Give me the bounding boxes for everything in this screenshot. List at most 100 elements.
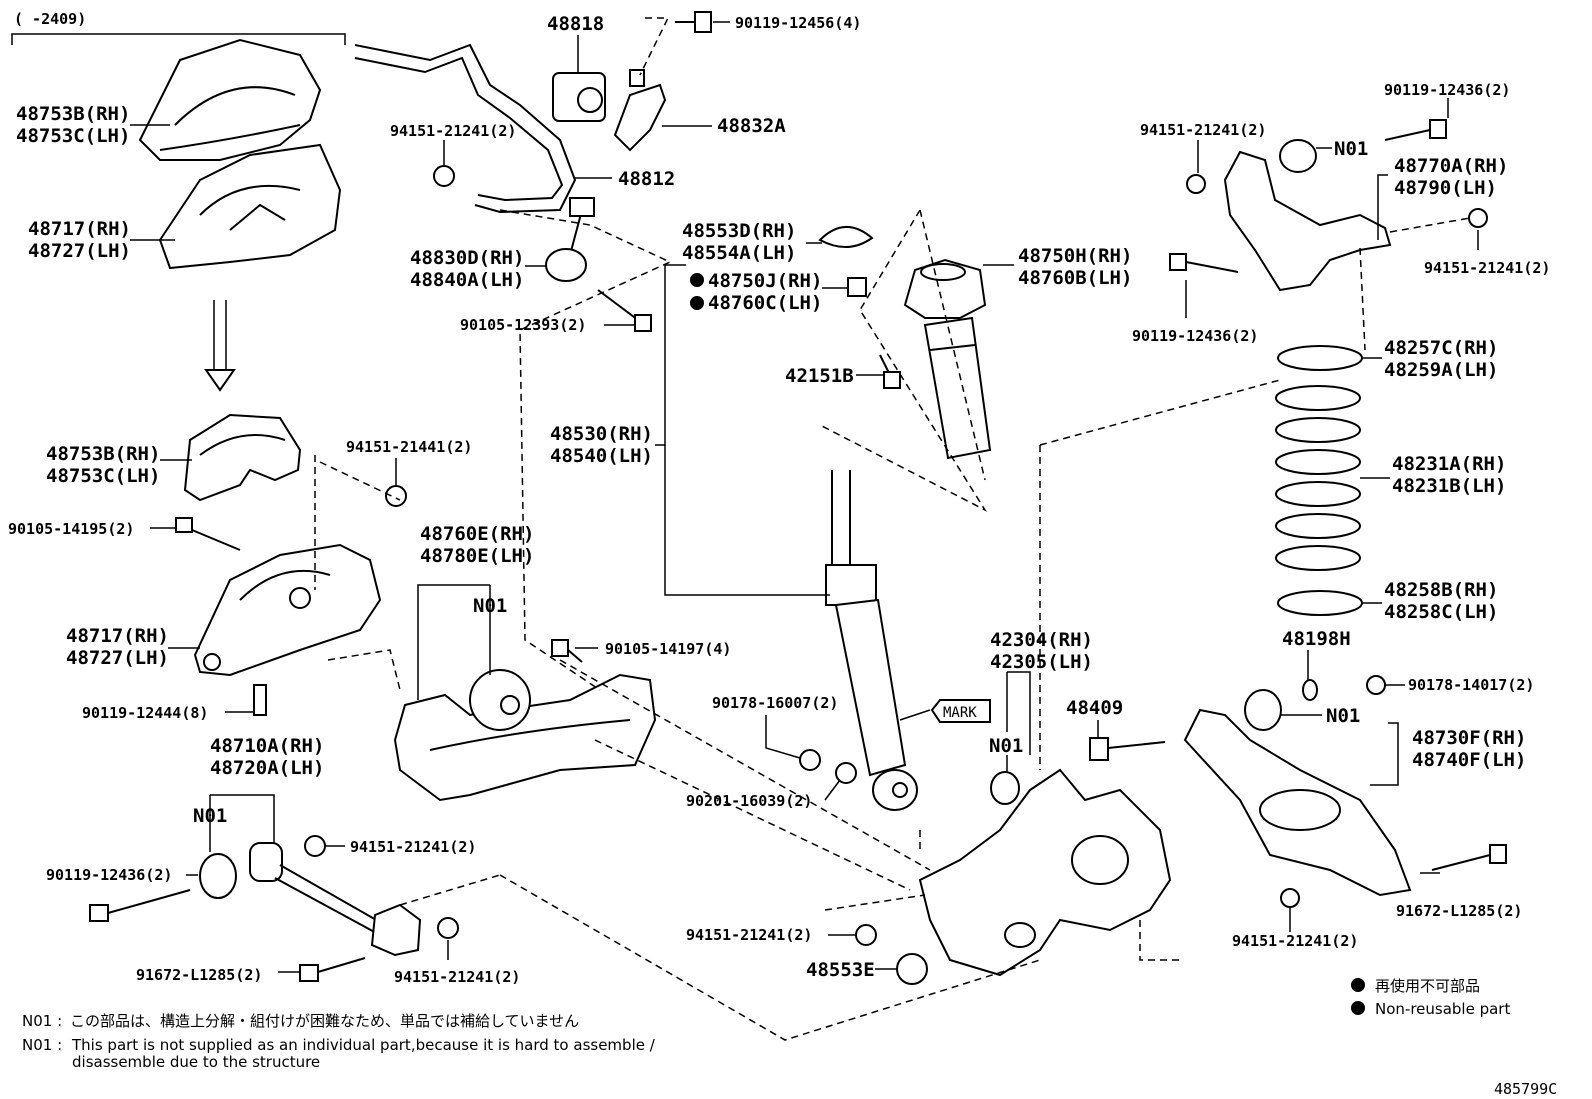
- label-48198h: 48198H: [1282, 628, 1351, 650]
- label-n01-knuckle: N01: [989, 735, 1023, 757]
- label-90119-12436-ur: 90119-12436(2): [1384, 81, 1510, 99]
- bolt-42151b: [879, 354, 901, 389]
- label-48730f: 48730F(RH): [1412, 727, 1526, 749]
- note-en-key: N01 :: [22, 1036, 62, 1054]
- label-48727-top: 48727(LH): [28, 240, 131, 262]
- bump-stopper-boot: [923, 316, 992, 460]
- label-48257c: 48257C(RH): [1384, 337, 1498, 359]
- label-48753c-mid: 48753C(LH): [46, 465, 160, 487]
- bolt-90119-12436-ur: [1384, 119, 1447, 141]
- label-90105-14197: 90105-14197(4): [605, 640, 731, 658]
- non-reusable-markers: [690, 273, 1365, 1015]
- label-90119-12436-urb: 90119-12436(2): [1132, 327, 1258, 345]
- coil-spring-set: [1275, 345, 1363, 616]
- label-48760e: 48760E(RH): [420, 523, 534, 545]
- washer-90201-16039: [835, 762, 857, 784]
- label-48753b-top: 48753B(RH): [16, 103, 130, 125]
- label-48258b: 48258B(RH): [1384, 579, 1498, 601]
- label-94151-21441: 94151-21441(2): [346, 438, 472, 456]
- note-ja-key: N01 :: [22, 1012, 62, 1030]
- legend-text-en: Non-reusable part: [1375, 1000, 1510, 1018]
- notes: N01 : この部品は、構造上分解・組付けが困難なため、単品では補給していません…: [22, 1012, 656, 1071]
- bolt-90105-12393: [597, 289, 652, 332]
- nut-94151-lr: [1280, 888, 1300, 908]
- bolt-90119-12456: [675, 11, 712, 33]
- leader-lines: [130, 21, 1479, 973]
- stabilizer-bracket: [613, 69, 667, 152]
- nut-94151-urb: [1468, 208, 1488, 228]
- upper-mount-bracket-mid: [193, 543, 382, 677]
- label-48830d: 48830D(RH): [410, 247, 524, 269]
- label-91672-l1285-ll: 91672-L1285(2): [136, 966, 262, 984]
- label-n01-lower-left: N01: [193, 805, 227, 827]
- bolt-90119-12444: [253, 684, 267, 716]
- label-94151-21241-stab: 94151-21241(2): [390, 122, 516, 140]
- lower-control-arm-link: [89, 835, 459, 982]
- note-en-text: This part is not supplied as an individu…: [71, 1036, 656, 1054]
- label-48231b: 48231B(LH): [1392, 475, 1506, 497]
- label-48553d: 48553D(RH): [682, 220, 796, 242]
- label-94151-21241-ur: 94151-21241(2): [1140, 121, 1266, 139]
- label-94151-21241-kn: 94151-21241(2): [686, 926, 812, 944]
- trailing-arm: [393, 669, 657, 802]
- header-range-text: ( -2409): [14, 10, 86, 28]
- steering-knuckle: [918, 768, 1172, 977]
- down-arrow: [204, 300, 236, 392]
- mark-label: MARK: [943, 705, 977, 721]
- label-48840a: 48840A(LH): [410, 269, 524, 291]
- nut-48750j: [847, 277, 867, 297]
- non-reusable-dot-48760c: [690, 296, 704, 310]
- upper-support: [903, 258, 987, 319]
- bolt-90105-14195: [175, 517, 241, 551]
- legend-text-ja: 再使用不可部品: [1375, 977, 1480, 995]
- label-90105-14195: 90105-14195(2): [8, 520, 134, 538]
- label-91672-l1285-lr: 91672-L1285(2): [1396, 902, 1522, 920]
- dust-cover: [818, 226, 874, 248]
- label-48540: 48540(LH): [550, 445, 653, 467]
- bolt-90119-12436-urb: [1169, 253, 1239, 273]
- label-94151-21241-ll: 94151-21241(2): [350, 838, 476, 856]
- label-48753b-mid: 48753B(RH): [46, 443, 160, 465]
- label-48760b: 48760B(LH): [1018, 267, 1132, 289]
- label-90178-14017: 90178-14017(2): [1408, 676, 1534, 694]
- label-48231a: 48231A(RH): [1392, 453, 1506, 475]
- label-94151-21241-lr: 94151-21241(2): [1232, 932, 1358, 950]
- mark-callout: MARK: [930, 699, 991, 723]
- label-48727-mid: 48727(LH): [66, 647, 169, 669]
- label-48720a: 48720A(LH): [210, 757, 324, 779]
- nut-94151-21441: [385, 485, 407, 507]
- label-48554a: 48554A(LH): [682, 242, 796, 264]
- shock-absorber: [825, 470, 918, 811]
- label-48770a: 48770A(RH): [1394, 155, 1508, 177]
- label-48553e: 48553E: [806, 959, 875, 981]
- label-90119-12436-ll: 90119-12436(2): [46, 866, 172, 884]
- label-48760c: 48760C(LH): [708, 292, 822, 314]
- label-48710a: 48710A(RH): [210, 735, 324, 757]
- label-48753c-top: 48753C(LH): [16, 125, 130, 147]
- nut-94151-kn: [855, 924, 877, 946]
- nut-94151-stab: [433, 165, 455, 187]
- bolt-91672-l1285-lr: [1431, 844, 1507, 871]
- nut-90178-14017: [1366, 675, 1386, 695]
- note-ja-text: この部品は、構造上分解・組付けが困難なため、単品では補給していません: [70, 1012, 579, 1030]
- label-48818: 48818: [547, 13, 604, 35]
- lower-control-arm: [1183, 689, 1412, 897]
- upper-control-arm: [1223, 139, 1392, 292]
- label-90119-12444: 90119-12444(8): [82, 704, 208, 722]
- stabilizer-link: [545, 197, 595, 282]
- figure-code: 485799C: [1494, 1080, 1557, 1098]
- bushing-48553e: [896, 953, 928, 985]
- header-range-bracket: ( -2409): [11, 10, 346, 45]
- label-48790: 48790(LH): [1394, 177, 1497, 199]
- upper-mount-bracket-top: [158, 143, 342, 270]
- part-number-labels: 48753B(RH) 48753C(LH) 48717(RH) 48727(LH…: [8, 13, 1550, 986]
- legend: 再使用不可部品 Non-reusable part: [1375, 977, 1510, 1018]
- legend-dot-en: [1351, 1001, 1365, 1015]
- label-90105-12393: 90105-12393(2): [460, 316, 586, 334]
- label-48530: 48530(RH): [550, 423, 653, 445]
- label-48780e: 48780E(LH): [420, 545, 534, 567]
- label-90178-16007: 90178-16007(2): [712, 694, 838, 712]
- label-90119-12456: 90119-12456(4): [735, 14, 861, 32]
- note-en-text-line2: disassemble due to the structure: [72, 1053, 320, 1071]
